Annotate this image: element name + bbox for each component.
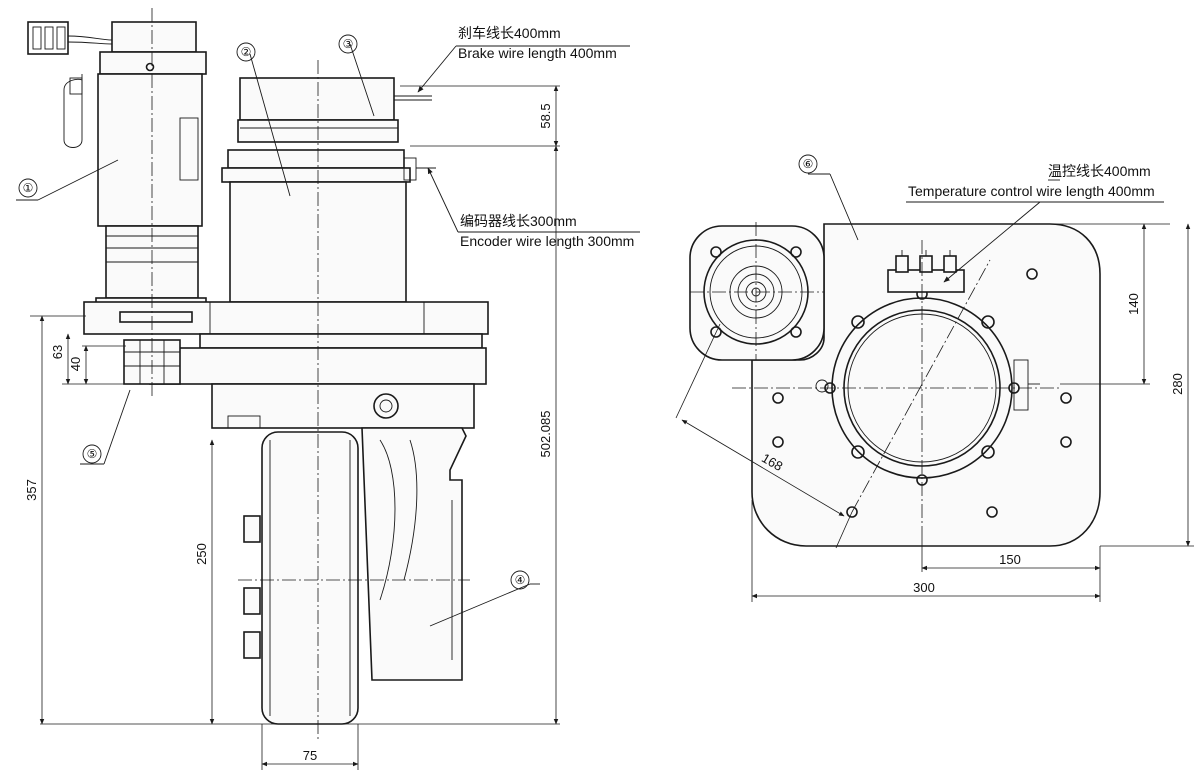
svg-text:⑤: ⑤ [87, 447, 98, 461]
dim-357: 357 [24, 479, 39, 501]
top-leaders [808, 173, 1164, 283]
callout-4: ④ [510, 570, 530, 590]
dim-75: 75 [303, 748, 317, 763]
motor-flange [689, 225, 825, 361]
callout-2: ② [236, 42, 256, 62]
svg-text:②: ② [241, 45, 252, 59]
gearbox [221, 149, 436, 303]
brake [237, 77, 432, 143]
callout-1: ① [18, 178, 38, 198]
dim-63: 63 [50, 345, 65, 359]
motor-body [63, 21, 207, 313]
top-view [675, 173, 1194, 602]
dim-250: 250 [194, 543, 209, 565]
connector-plug [27, 21, 113, 55]
dim-40: 40 [68, 357, 83, 371]
callout-5: ⑤ [82, 444, 102, 464]
dim-140: 140 [1126, 293, 1141, 315]
svg-text:③: ③ [343, 37, 354, 51]
temp-wire-note-en: Temperature control wire length 400mm [908, 183, 1155, 199]
callout-3: ③ [338, 34, 358, 54]
encoder-wire-note-en: Encoder wire length 300mm [460, 233, 634, 249]
dim-280: 280 [1170, 373, 1185, 395]
wheel-housing [211, 383, 475, 681]
drive-wheel [243, 431, 359, 725]
side-dimensions [30, 85, 560, 770]
side-view [16, 8, 640, 770]
side-leaders [16, 43, 640, 627]
plate-holes [772, 268, 1072, 518]
dim-58-5: 58.5 [538, 103, 553, 128]
svg-text:①: ① [23, 181, 34, 195]
callout-6: ⑥ [798, 154, 818, 174]
encoder-wire-note-cn: 编码器线长300mm [460, 213, 577, 229]
brake-wire-note-en: Brake wire length 400mm [458, 45, 617, 61]
svg-text:④: ④ [515, 573, 526, 587]
top-dimensions [675, 223, 1194, 602]
dim-150: 150 [999, 552, 1021, 567]
svg-text:⑥: ⑥ [803, 157, 814, 171]
brake-wire-note-cn: 刹车线长400mm [458, 25, 561, 41]
dim-502-085: 502.085 [538, 411, 553, 458]
dim-300: 300 [913, 580, 935, 595]
temp-wire-note-cn: 温控线长400mm [1048, 163, 1151, 179]
